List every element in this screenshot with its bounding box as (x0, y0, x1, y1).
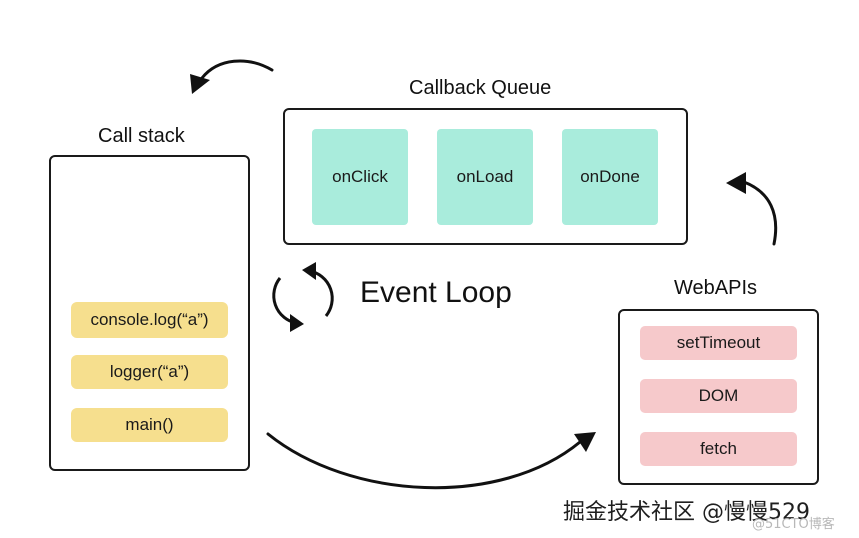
webapis-title: WebAPIs (674, 277, 757, 299)
call-stack-title: Call stack (98, 125, 185, 147)
watermark-subtext: @51CTO博客 (752, 517, 835, 532)
arrow-stack-to-webapis (266, 432, 582, 490)
arrow-webapis-to-queue (742, 180, 778, 246)
stack-frame-logger: logger(“a”) (71, 355, 228, 389)
webapi-fetch: fetch (640, 432, 797, 466)
webapi-dom: DOM (640, 379, 797, 413)
queue-item-onload: onLoad (437, 129, 533, 225)
webapi-settimeout: setTimeout (640, 326, 797, 360)
arrow-queue-to-stack (200, 59, 274, 80)
queue-item-ondone: onDone (562, 129, 658, 225)
stack-frame-console-log: console.log(“a”) (71, 302, 228, 338)
event-loop-label: Event Loop (360, 276, 512, 309)
arrow-webapis-to-queue-head (726, 172, 746, 194)
watermark-text: 掘金技术社区 @慢慢529 (563, 500, 810, 525)
queue-item-onclick: onClick (312, 129, 408, 225)
event-loop-icon (272, 262, 334, 332)
stack-frame-main: main() (71, 408, 228, 442)
callback-queue-title: Callback Queue (409, 77, 552, 99)
arrow-queue-to-stack-head (190, 74, 210, 94)
arrow-stack-to-webapis-head (574, 432, 596, 452)
